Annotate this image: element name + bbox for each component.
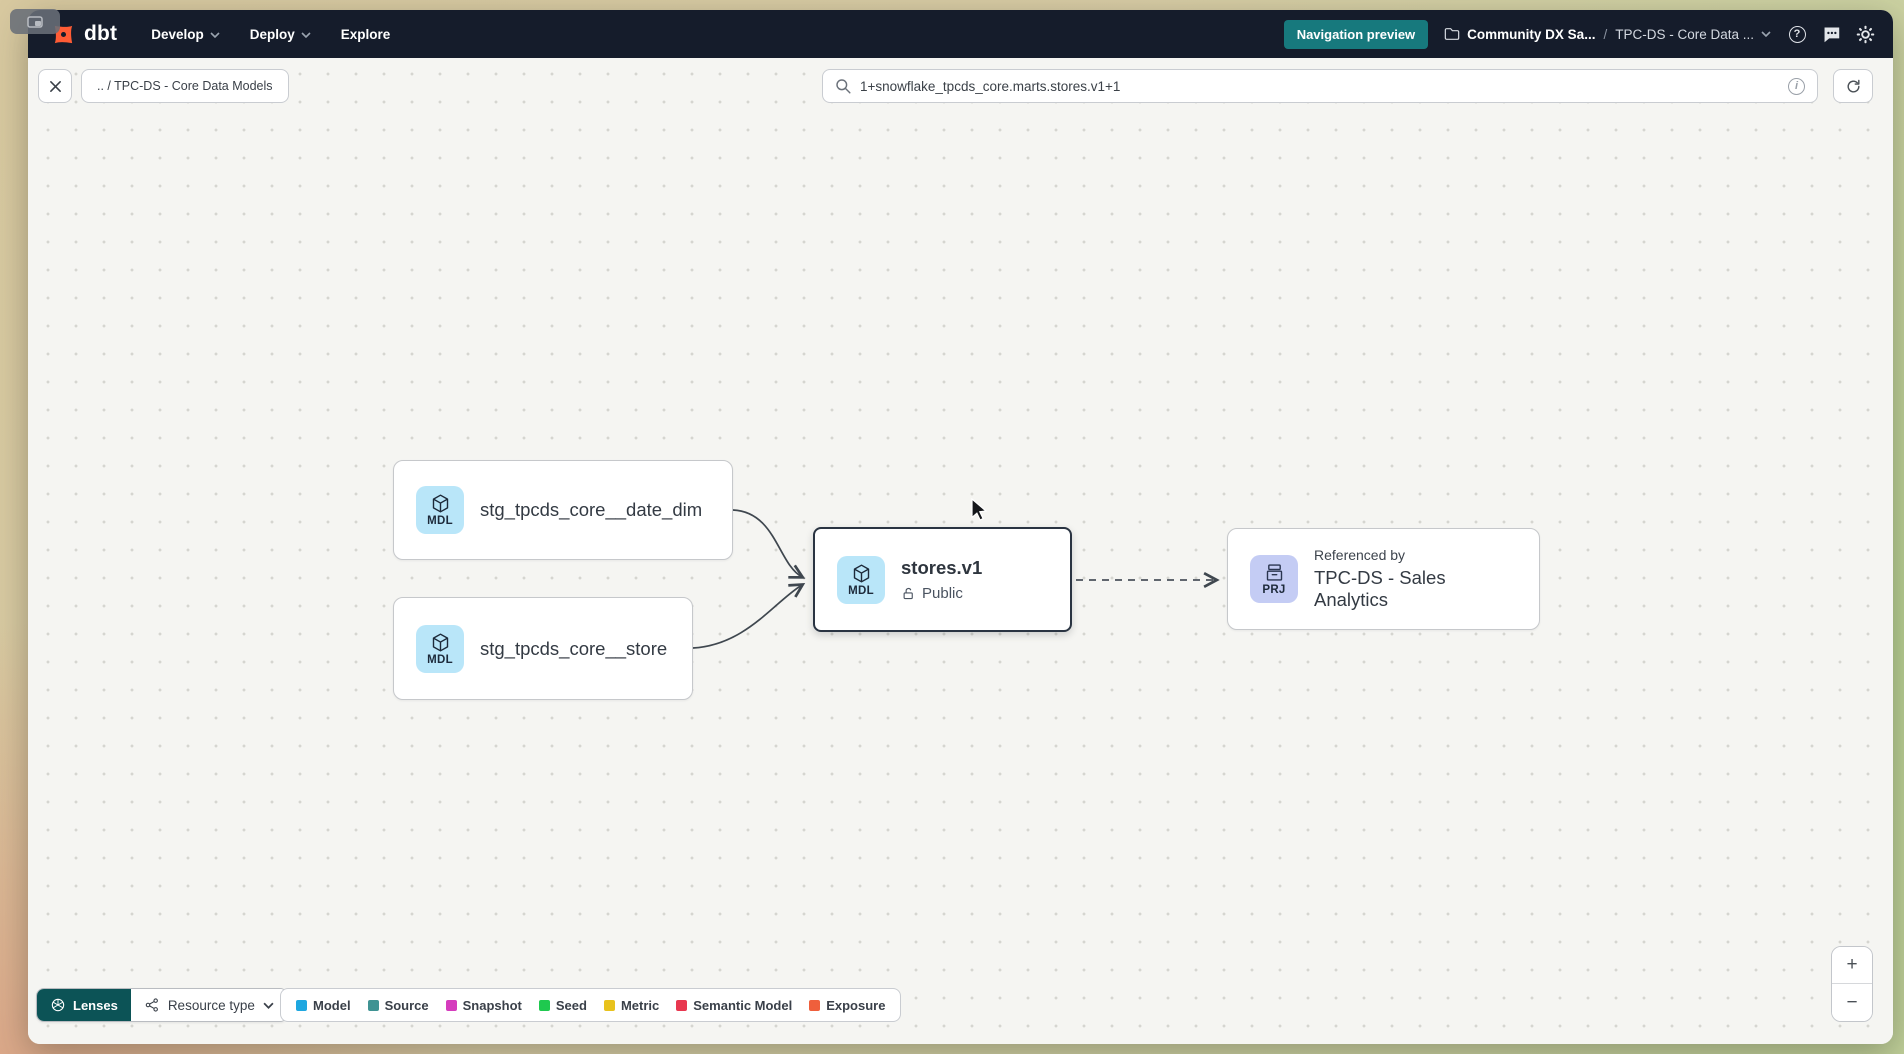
search-icon [836,79,851,94]
legend-item-seed: Seed [538,998,587,1013]
gear-icon [1856,25,1874,43]
view-controls: Lenses Resource type [36,988,288,1022]
legend-item-source: Source [367,998,429,1013]
model-badge: MDL [837,555,885,604]
edge-store-to-stores [692,583,806,649]
nav-deploy[interactable]: Deploy [250,27,311,42]
access-row: Public [901,585,982,602]
chat-bubble-icon [1823,27,1839,42]
project-badge: PRJ [1250,555,1298,603]
legend-item-semantic-model: Semantic Model [676,998,792,1013]
dbt-logo-text: dbt [84,22,118,45]
model-badge: MDL [416,486,464,534]
legend-item-metric: Metric [603,998,659,1013]
lineage-breadcrumb-chip[interactable]: .. / TPC-DS - Core Data Models [81,69,289,103]
node-referenced-by-project[interactable]: PRJ Referenced by TPC-DS - Sales Analyti… [1227,528,1540,630]
node-label: stg_tpcds_core__store [480,637,668,659]
breadcrumb-separator: / [1603,26,1608,42]
model-badge: MDL [416,624,464,673]
breadcrumb-environment[interactable]: TPC-DS - Core Data ... [1615,27,1771,42]
lineage-selector-input[interactable] [860,78,1779,94]
app-window: dbt Develop Deploy Explore Navigation pr… [28,10,1893,1044]
top-navbar: dbt Develop Deploy Explore Navigation pr… [28,10,1893,58]
nav-explore[interactable]: Explore [340,26,391,42]
node-label: TPC-DS - Sales Analytics [1314,567,1446,610]
navbar-icon-group: ? [1787,24,1875,44]
feedback-button[interactable] [1821,24,1841,44]
close-icon [49,80,61,92]
resource-type-dropdown[interactable]: Resource type [130,989,287,1021]
zoom-controls: + − [1831,946,1873,1022]
refresh-icon [1846,79,1860,92]
screen-recording-artifact [10,9,60,34]
node-stg-tpcds-core-store[interactable]: MDL stg_tpcds_core__store [393,597,693,700]
legend-swatch [603,999,615,1011]
navigation-preview-badge[interactable]: Navigation preview [1283,19,1429,49]
refresh-lineage-button[interactable] [1833,69,1873,103]
main-nav: Develop Deploy Explore [151,27,390,42]
legend-swatch [676,999,688,1011]
help-button[interactable]: ? [1787,24,1807,44]
nav-develop[interactable]: Develop [151,27,220,42]
cube-icon [853,563,869,583]
share-nodes-icon [145,998,158,1012]
unlock-icon [903,587,913,600]
navbar-right: Navigation preview Community DX Sa... / … [1283,19,1875,49]
breadcrumb: Community DX Sa... / TPC-DS - Core Data … [1444,27,1771,42]
chevron-down-icon [301,32,311,38]
legend-swatch [367,999,379,1011]
node-text-block: stores.v1 Public [901,557,982,602]
resource-type-legend: Model Source Snapshot Seed Metric Semant… [280,988,902,1022]
lens-icon [51,998,65,1012]
archive-icon [1266,564,1282,581]
chevron-down-icon [1761,31,1771,37]
chevron-down-icon [210,32,220,38]
dbt-logo[interactable]: dbt [50,21,117,48]
breadcrumb-project[interactable]: Community DX Sa... [1444,27,1595,42]
info-icon[interactable]: i [1788,77,1805,95]
help-icon: ? [1788,25,1806,43]
node-label: stores.v1 [901,557,983,578]
cube-icon [432,632,448,652]
legend-item-exposure: Exposure [809,998,885,1013]
node-stores-v1[interactable]: MDL stores.v1 Public [813,527,1072,632]
zoom-in-button[interactable]: + [1832,947,1872,984]
node-label: stg_tpcds_core__date_dim [480,499,703,520]
node-stg-tpcds-core-date-dim[interactable]: MDL stg_tpcds_core__date_dim [393,460,733,560]
close-lineage-button[interactable] [38,69,72,103]
access-label: Public [922,585,963,602]
legend-item-model: Model [296,998,351,1013]
legend-item-snapshot: Snapshot [445,998,522,1013]
folder-icon [1444,28,1460,40]
node-text-block: Referenced by TPC-DS - Sales Analytics [1314,547,1519,611]
cube-icon [432,494,448,513]
lineage-search-bar: i [822,69,1818,103]
lenses-button[interactable]: Lenses [37,989,131,1021]
legend-swatch [445,999,457,1011]
legend-swatch [538,999,550,1011]
legend-swatch [296,999,307,1011]
lineage-canvas[interactable]: .. / TPC-DS - Core Data Models i [28,58,1893,1044]
referenced-by-label: Referenced by [1314,547,1406,563]
legend-swatch [809,999,821,1011]
edge-date-dim-to-stores [732,509,806,579]
chevron-down-icon [263,1002,274,1009]
settings-button[interactable] [1855,24,1875,44]
zoom-out-button[interactable]: − [1832,984,1872,1021]
window-icon [27,15,43,28]
mouse-cursor [971,498,988,521]
